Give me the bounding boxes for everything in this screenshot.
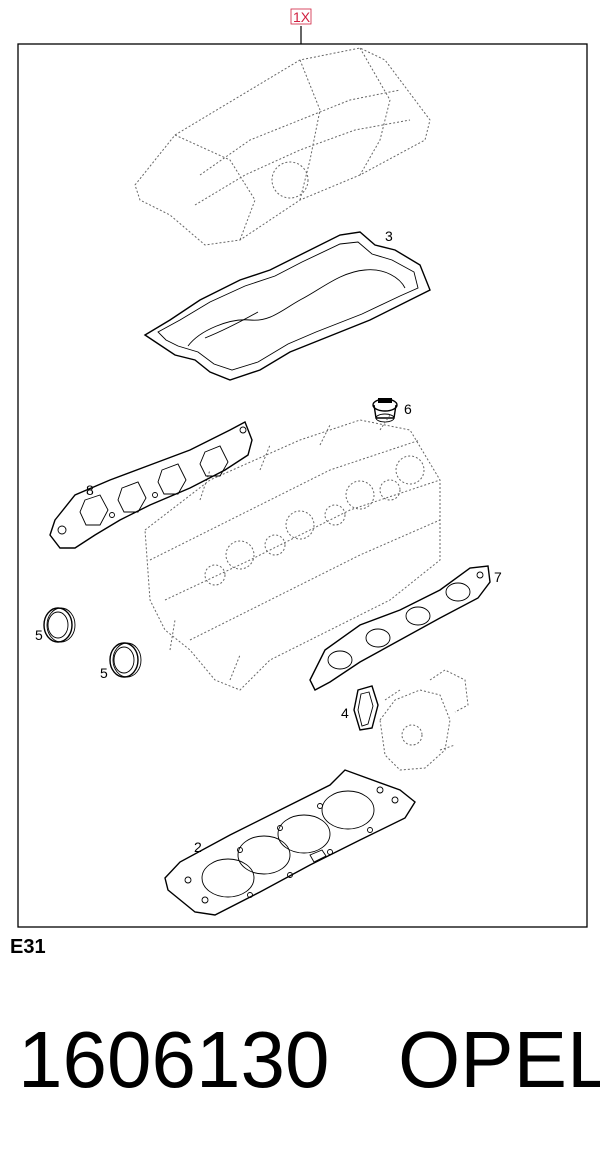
thermostat-housing-outline — [379, 669, 469, 771]
cylinder-head-outline — [144, 414, 441, 691]
callout-oil-seal-left: 5 — [35, 627, 43, 643]
kit-quantity-box — [290, 8, 312, 25]
gasket-kit-diagram: 1X 3 6 — [17, 8, 588, 928]
callout-thermostat-gasket: 4 — [341, 705, 349, 721]
valve-cover-gasket — [143, 231, 431, 381]
exhaust-manifold-gasket — [309, 565, 491, 691]
thermostat-gasket — [353, 685, 379, 731]
kit-quantity-label: 1X — [293, 9, 311, 25]
callout-plug-seal: 6 — [404, 401, 412, 417]
intake-manifold-gasket — [49, 421, 253, 549]
callout-cylinder-head-gasket: 2 — [194, 839, 202, 855]
cylinder-head-gasket — [164, 769, 416, 916]
oil-seal-left — [43, 607, 76, 643]
plug-seal — [372, 398, 398, 423]
callout-exhaust-manifold-gasket: 7 — [494, 569, 502, 585]
diagram-frame — [17, 43, 588, 928]
oil-seal-right — [109, 642, 142, 678]
section-code: E31 — [10, 936, 46, 958]
part-number: 1606130 — [18, 1015, 330, 1104]
callout-intake-manifold-gasket: 8 — [86, 482, 94, 498]
callout-oil-seal-right: 5 — [100, 665, 108, 681]
callout-valve-cover-gasket: 3 — [385, 228, 393, 244]
valve-cover-outline — [134, 47, 431, 246]
brand-name: OPEL — [398, 1015, 600, 1104]
